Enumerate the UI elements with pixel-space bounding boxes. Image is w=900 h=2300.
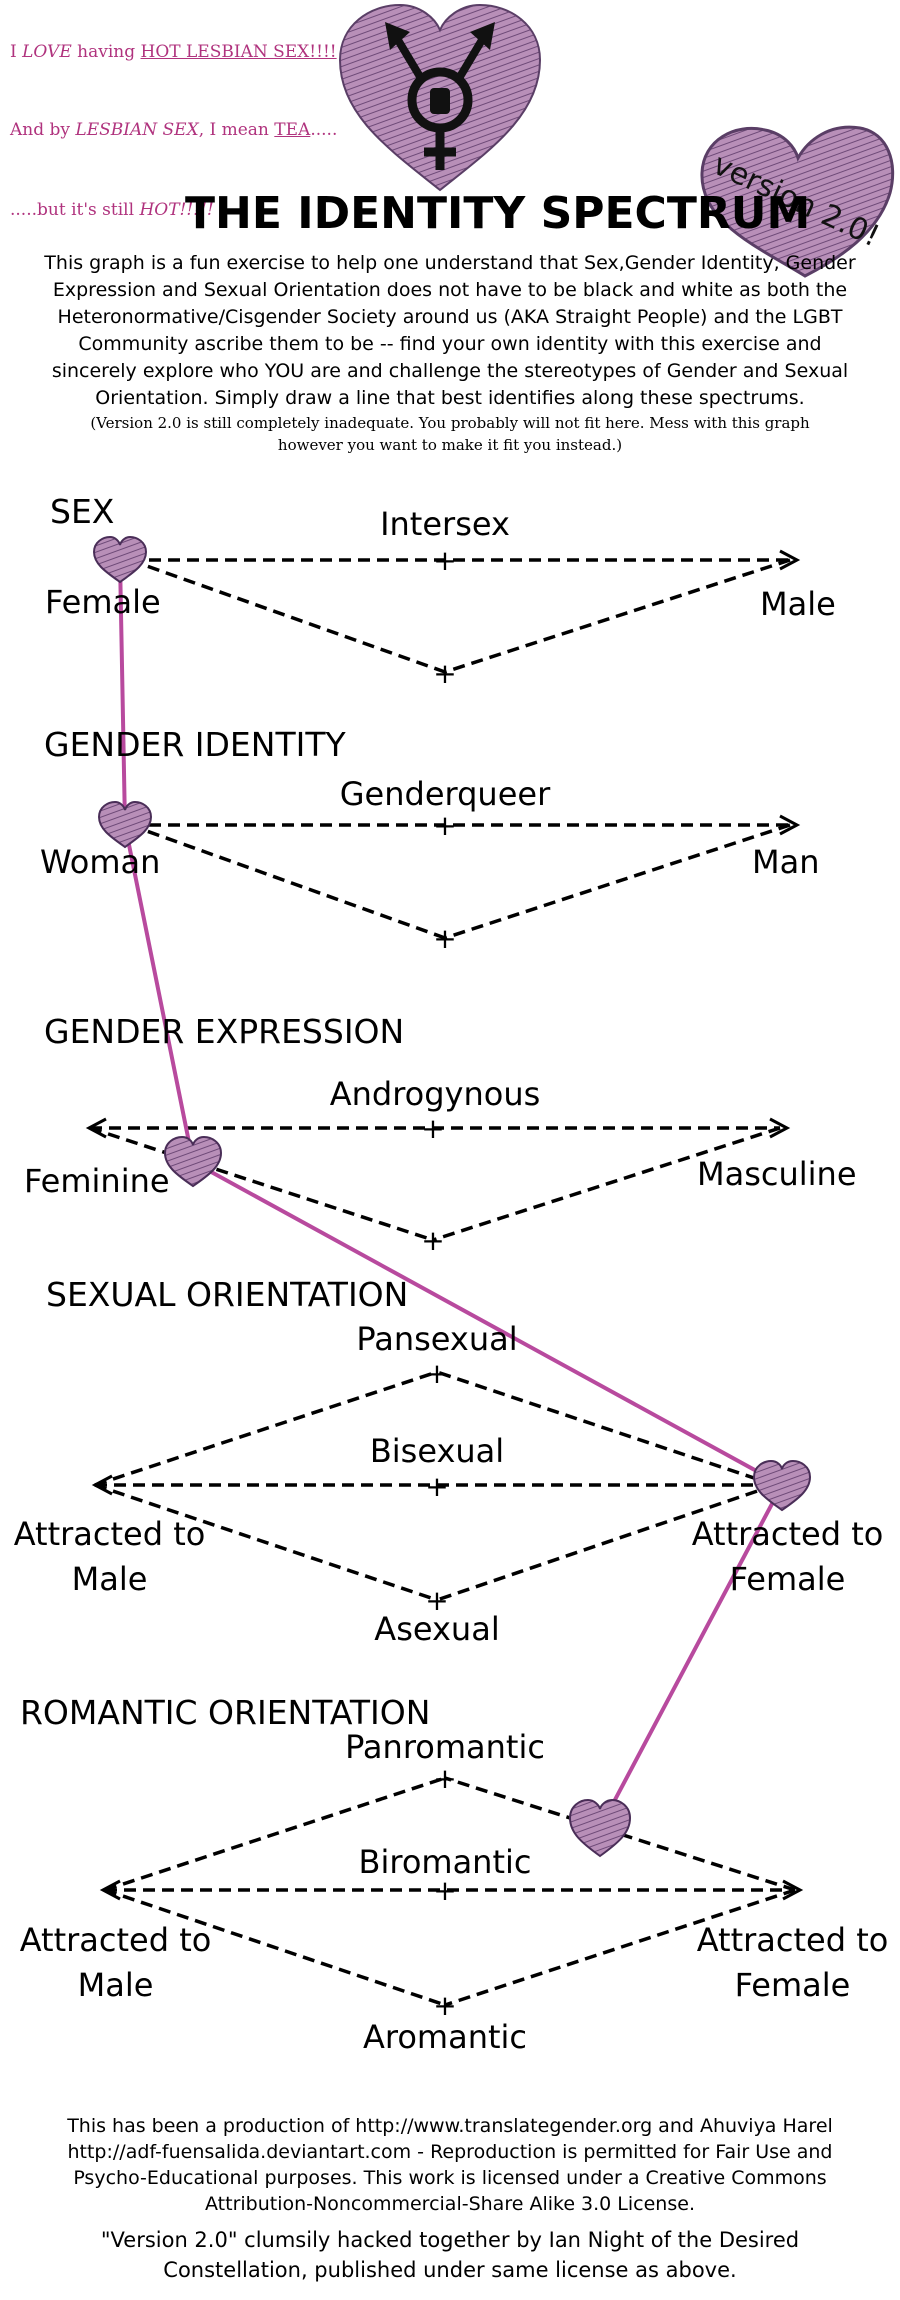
gender-identity-left-label: Woman	[40, 843, 161, 881]
sex-heading: SEX	[50, 492, 115, 531]
sexual-orientation-lower-right-line	[436, 1483, 776, 1602]
romantic-orientation-right-arrow-icon	[782, 1879, 804, 1901]
sexual-orientation-lower-left-line	[94, 1483, 438, 1602]
gender-expression-right-arrow-icon	[769, 1117, 791, 1139]
romantic-orientation-heading: ROMANTIC ORIENTATION	[20, 1693, 431, 1732]
gender-identity-top-label: Genderqueer	[339, 775, 551, 813]
plus-marker-icon: +	[425, 1584, 448, 1617]
romantic-orientation-bottom-label: Aromantic	[362, 2018, 527, 2056]
plus-marker-icon: +	[421, 1224, 444, 1257]
gender-expression-top-label: Androgynous	[329, 1075, 541, 1113]
gender-expression-lower-left-line	[89, 1126, 434, 1242]
plus-markers: + + + + + + + + + + + +	[421, 544, 456, 2022]
trans-heart-logo	[338, 3, 542, 192]
sexual-orientation-right-label: Attracted to Female	[691, 1515, 884, 1598]
romantic-orientation-right-label: Attracted to Female	[696, 1921, 889, 2004]
sexual-orientation-top-label: Pansexual	[356, 1320, 518, 1358]
credit-footer: This has been a production of http://www…	[67, 2115, 833, 2215]
plus-marker-icon: +	[433, 1989, 456, 2022]
plus-marker-icon: +	[421, 1112, 444, 1145]
gender-identity-lower-right-line	[444, 823, 791, 940]
page-title: THE IDENTITY SPECTRUM	[185, 188, 811, 239]
sexual-orientation-bottom-label: Asexual	[374, 1610, 500, 1648]
gender-expression-heart-icon	[163, 1135, 223, 1188]
note-line-3: .....but it's still HOT!!!!!	[10, 200, 214, 220]
sexual-orientation-left-label: Attracted to Male	[13, 1515, 206, 1598]
sexual-orientation-middle-label: Bisexual	[369, 1432, 505, 1470]
sex-lower-left-line	[129, 558, 446, 674]
gender-expression-left-label: Feminine	[24, 1162, 170, 1200]
plus-marker-icon: +	[433, 1874, 456, 1907]
version-badge-heart: version 2.0!	[700, 125, 895, 278]
romantic-orientation-middle-label: Biromantic	[358, 1843, 532, 1881]
sex-right-arrow-icon	[779, 549, 801, 571]
sexual-orientation-upper-left-line	[94, 1370, 438, 1487]
plus-marker-icon: +	[425, 1357, 448, 1390]
gender-expression-lower-right-line	[432, 1126, 781, 1242]
note-line-2: And by LESBIAN SEX, I mean TEA.....	[10, 120, 338, 140]
plus-marker-icon: +	[433, 922, 456, 955]
sex-left-label: Female	[45, 583, 161, 621]
arrow-heads	[85, 549, 804, 1901]
gender-expression-left-arrow-icon	[85, 1117, 107, 1139]
sex-right-label: Male	[760, 585, 836, 623]
gender-identity-heart-icon	[97, 800, 153, 849]
gender-expression-right-label: Masculine	[697, 1155, 857, 1193]
romantic-orientation-left-arrow-icon	[99, 1879, 121, 1901]
spectrum-lines	[89, 558, 796, 2007]
sex-heart-icon	[92, 535, 148, 584]
gender-identity-right-arrow-icon	[779, 814, 801, 836]
note-line-1: I LOVE having HOT LESBIAN SEX!!!!	[10, 42, 337, 62]
romantic-orientation-lower-right-line	[444, 1888, 796, 2007]
description-note: (Version 2.0 is still completely inadequ…	[90, 414, 810, 454]
plus-marker-icon: +	[433, 809, 456, 842]
plus-marker-icon: +	[425, 1470, 448, 1503]
gender-identity-lower-left-line	[129, 823, 446, 940]
romantic-orientation-lower-left-line	[104, 1888, 446, 2007]
romantic-orientation-heart-icon	[568, 1798, 632, 1858]
heart-markers	[92, 535, 812, 1858]
gender-identity-heading: GENDER IDENTITY	[44, 725, 346, 764]
sex-lower-right-line	[444, 558, 791, 674]
gender-identity-right-label: Man	[752, 843, 820, 881]
version-note-footer: "Version 2.0" clumsily hacked together b…	[100, 2228, 800, 2282]
romantic-orientation-top-label: Panromantic	[345, 1728, 545, 1766]
sexual-orientation-heading: SEXUAL ORIENTATION	[46, 1275, 409, 1314]
sex-top-label: Intersex	[380, 505, 510, 543]
plus-marker-icon: +	[433, 544, 456, 577]
description: This graph is a fun exercise to help one…	[44, 252, 856, 409]
plus-marker-icon: +	[433, 657, 456, 690]
sexual-orientation-upper-right-line	[436, 1370, 776, 1487]
gender-expression-heading: GENDER EXPRESSION	[44, 1012, 405, 1051]
romantic-orientation-upper-left-line	[104, 1776, 446, 1892]
romantic-orientation-left-label: Attracted to Male	[19, 1921, 212, 2004]
sexual-orientation-left-arrow-icon	[91, 1474, 113, 1496]
plus-marker-icon: +	[433, 1762, 456, 1795]
sexual-orientation-heart-icon	[752, 1459, 812, 1512]
romantic-orientation-upper-right-line	[444, 1776, 796, 1892]
